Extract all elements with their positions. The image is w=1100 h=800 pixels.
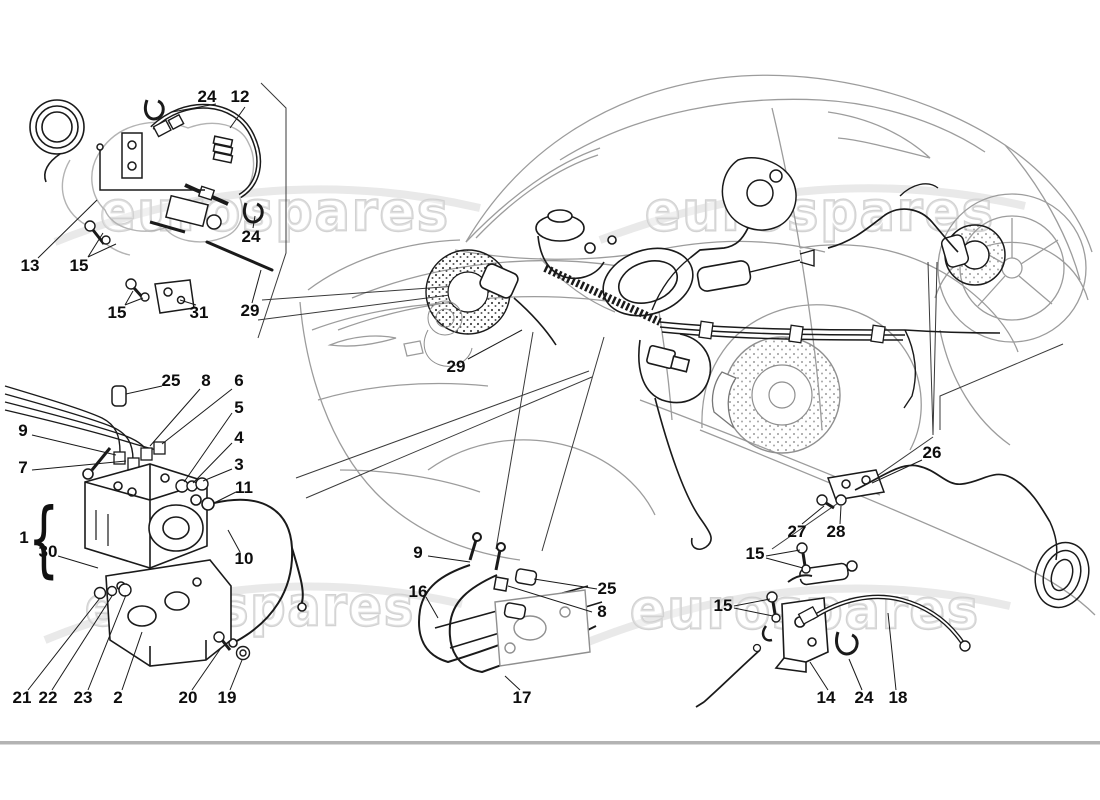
leader-lines [27, 103, 923, 691]
bracket-31 [154, 279, 195, 314]
clamps-25-8 [493, 568, 538, 620]
rear-brake-caliper [651, 156, 797, 311]
rear-left-brake-disc [711, 336, 841, 454]
bracket-14 [774, 597, 829, 673]
car-outline [299, 74, 1096, 616]
handbrake-sensor-group [695, 464, 1090, 708]
watermark-layer: eurospares eurospares eurospares eurospa… [43, 179, 1026, 646]
pipe-13 [96, 132, 205, 191]
clamp-stack [212, 135, 234, 164]
mounting-bracket-2 [105, 559, 232, 667]
u-clip-24 [835, 631, 859, 656]
abs-inlet-pipes [4, 385, 166, 471]
pipe-to-rear [695, 649, 761, 708]
center-brake-system [423, 156, 1006, 550]
abs-hydraulic-unit [82, 447, 208, 569]
page-divider [0, 741, 1100, 745]
group-brace: { [28, 490, 60, 588]
fasteners-19-to-23 [93, 583, 251, 661]
construction-lines [257, 82, 1064, 552]
front-brake-assembly [423, 249, 557, 367]
slave-cylinder [149, 194, 222, 234]
u-clips-24 [143, 99, 264, 224]
distribution-union [638, 333, 712, 550]
banjo-11-pipe-10 [201, 497, 307, 648]
screws-27-28 [816, 494, 847, 510]
rear-right-brake [827, 183, 1006, 409]
abs-unit-group [4, 385, 307, 667]
cable-coil [1034, 521, 1090, 609]
watermark-text: eurospares [645, 180, 995, 243]
sensor-bracket-26 [826, 469, 886, 501]
washers-3-4-5 [175, 477, 209, 493]
abs-sensor-cable [854, 464, 1090, 609]
bolts-15 [766, 542, 811, 623]
master-cylinder-booster [535, 209, 815, 317]
pipes-16-17-group [418, 532, 603, 674]
pipe-fitting [752, 643, 762, 653]
bolts-15 [84, 220, 150, 302]
watermark-swoosh [43, 184, 1026, 646]
fluid-coil [29, 99, 85, 183]
flex-hose-18 [797, 594, 971, 652]
brake-pipe-bundle [543, 264, 1001, 344]
rod-29 [205, 240, 274, 272]
adjuster-assembly [761, 560, 858, 642]
chassis-block [494, 589, 591, 667]
